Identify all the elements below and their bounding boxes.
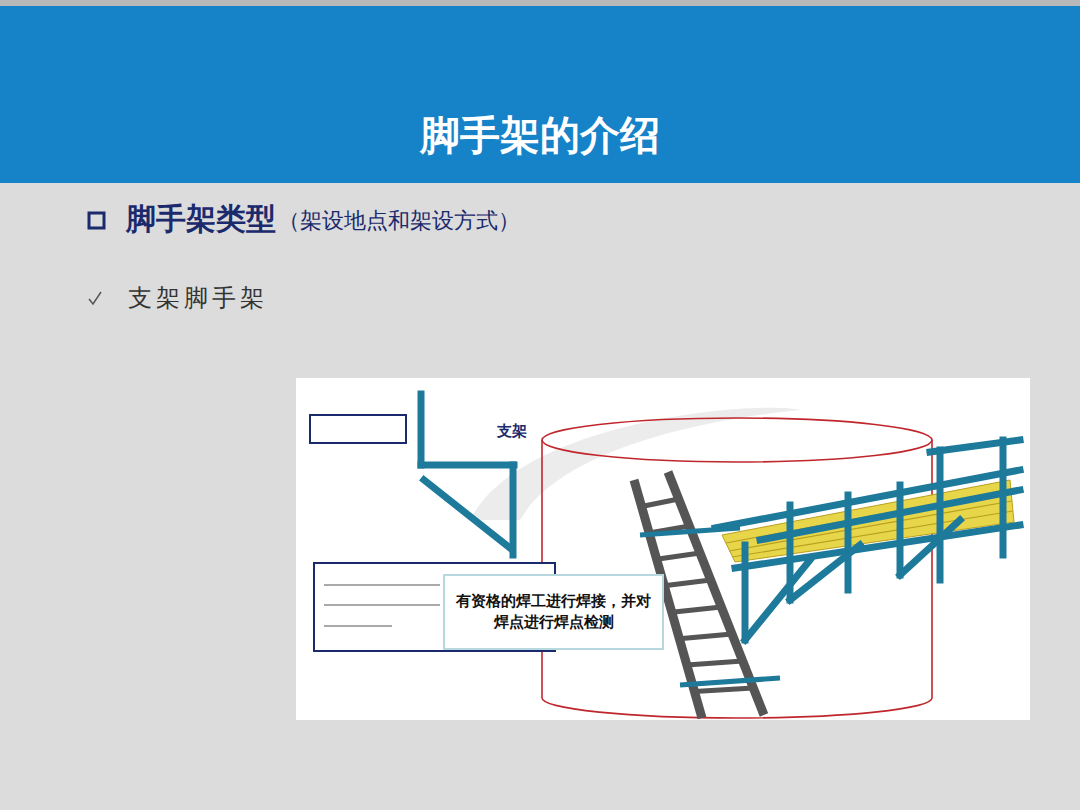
ladder-rung	[679, 634, 732, 639]
bracket-scaffold	[715, 440, 1020, 640]
ladder-rung	[664, 580, 710, 586]
callout-box: 有资格的焊工进行焊接，并对焊点进行焊点检测	[443, 574, 664, 650]
ladder-rung	[687, 661, 743, 665]
title-band	[0, 6, 1080, 183]
section-heading: 脚手架类型	[126, 199, 276, 240]
check-mark	[89, 292, 101, 304]
watermark-swoosh	[470, 408, 800, 520]
empty-box	[310, 415, 406, 443]
ladder-rung	[672, 607, 722, 612]
illustration-panel	[296, 378, 1030, 720]
callout-text: 有资格的焊工进行焊接，并对焊点进行焊点检测	[455, 591, 652, 633]
heading-note: （架设地点和架设方式）	[278, 206, 520, 236]
bullet-square	[89, 213, 104, 228]
ladder-rung	[642, 499, 679, 506]
part-label: 支架	[497, 422, 527, 441]
bracket-detail	[421, 394, 514, 555]
bullet-item: 支架脚手架	[128, 282, 268, 314]
slide-title: 脚手架的介绍	[420, 108, 660, 163]
ladder-rung	[694, 688, 753, 692]
ladder-rung	[657, 553, 700, 559]
top-strip	[0, 0, 1080, 6]
note-lines	[324, 585, 440, 626]
